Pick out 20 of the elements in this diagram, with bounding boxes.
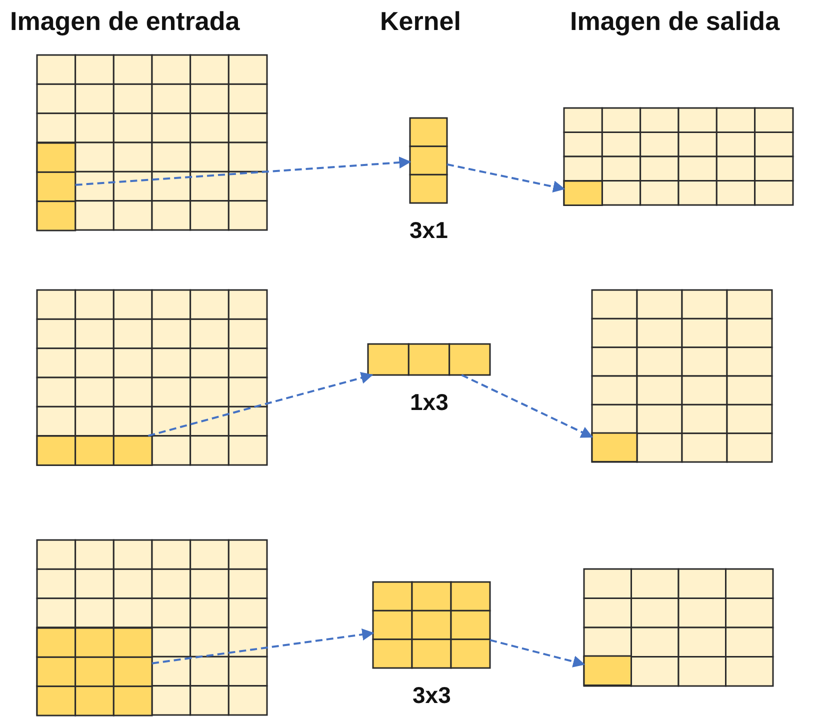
highlighted-pixels	[592, 433, 637, 462]
highlighted-pixels	[564, 180, 602, 205]
highlighted-pixels	[37, 436, 152, 465]
dashed-arrow	[75, 156, 412, 186]
dashed-arrow	[152, 628, 374, 664]
kernel-size-label: 1x3	[410, 389, 448, 415]
kernel-size-label: 3x1	[410, 217, 448, 243]
kernel-grid	[368, 344, 490, 375]
column-heading: Kernel	[380, 6, 461, 36]
highlighted-pixels	[37, 142, 76, 230]
dashed-arrow	[490, 639, 586, 668]
kernel-grid	[410, 118, 447, 203]
dashed-arrow	[446, 163, 566, 193]
highlighted-pixels	[37, 628, 152, 715]
column-heading: Imagen de entrada	[10, 6, 240, 36]
column-heading: Imagen de salida	[570, 6, 780, 36]
highlighted-pixels	[584, 656, 632, 685]
kernel-size-label: 3x3	[412, 682, 451, 708]
dashed-arrow	[461, 374, 594, 438]
kernel-grid	[373, 582, 490, 668]
